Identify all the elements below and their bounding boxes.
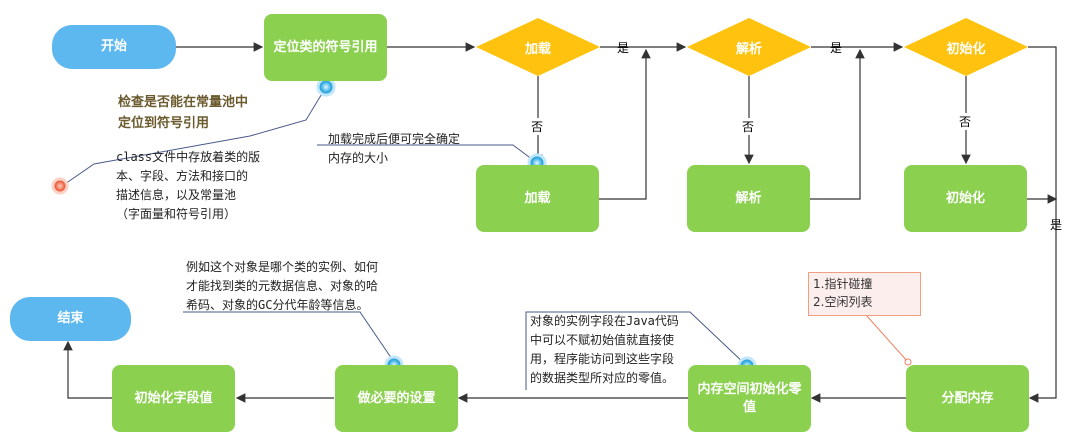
end-node[interactable]: 结束 bbox=[10, 297, 131, 341]
resolve-decision-diamond bbox=[687, 18, 811, 76]
zero-init-box[interactable]: 内存空间初始化零值 bbox=[688, 365, 811, 432]
no-label-resolve: 否 bbox=[742, 118, 755, 135]
load-box-label: 加载 bbox=[524, 190, 551, 206]
allocate-memory-box[interactable]: 分配内存 bbox=[906, 365, 1029, 432]
locate-symbol-ref-label: 定位类的符号引用 bbox=[273, 39, 378, 55]
allocation-methods-tag: 1.指针碰撞 2.空闲列表 bbox=[808, 272, 921, 316]
yes-label-resolve: 是 bbox=[830, 41, 843, 55]
object-header-note: 例如这个对象是哪个类的实例、如何 才能找到类的元数据信息、对象的哈 希码、对象的… bbox=[186, 260, 379, 312]
no-label-load: 否 bbox=[531, 118, 544, 135]
resolve-decision-label: 解析 bbox=[735, 42, 762, 57]
necessary-setup-label: 做必要的设置 bbox=[357, 390, 436, 406]
resolve-box-label: 解析 bbox=[735, 190, 762, 206]
zero-value-note: 对象的实例字段在Java代码 中可以不赋初始值就直接使 用，程序能访问到这些字段… bbox=[530, 314, 679, 385]
yes-label-init: 是 bbox=[1050, 218, 1063, 232]
load-decision-label: 加载 bbox=[524, 42, 551, 57]
load-decision-diamond bbox=[476, 18, 600, 76]
init-decision-label: 初始化 bbox=[946, 42, 986, 57]
class-file-note: class文件中存放着类的版 本、字段、方法和接口的 描述信息，以及常量池 （字… bbox=[116, 150, 261, 221]
init-decision-diamond bbox=[904, 18, 1028, 76]
allocate-memory-label: 分配内存 bbox=[941, 390, 994, 406]
after-load-note: 加载完成后便可完全确定 内存的大小 bbox=[328, 132, 461, 165]
end-label: 结束 bbox=[57, 311, 84, 326]
start-label: 开始 bbox=[100, 39, 127, 54]
check-constant-pool-note: 检查是否能在常量池中 定位到符号引用 bbox=[118, 95, 249, 131]
init-box-label: 初始化 bbox=[945, 190, 985, 206]
locate-symbol-ref-box[interactable]: 定位类的符号引用 bbox=[264, 14, 387, 81]
resolve-box[interactable]: 解析 bbox=[687, 165, 810, 232]
init-fields-label: 初始化字段值 bbox=[134, 390, 213, 406]
necessary-setup-box[interactable]: 做必要的设置 bbox=[335, 365, 458, 432]
init-fields-box[interactable]: 初始化字段值 bbox=[112, 365, 235, 432]
callout-dot-locate bbox=[316, 77, 336, 97]
init-box[interactable]: 初始化 bbox=[904, 165, 1027, 232]
origin-dot bbox=[51, 177, 69, 195]
load-box[interactable]: 加载 bbox=[476, 165, 599, 232]
yes-label-load: 是 bbox=[617, 41, 630, 55]
start-node[interactable]: 开始 bbox=[52, 25, 176, 69]
no-label-init: 否 bbox=[959, 113, 972, 130]
tag-anchor-dot bbox=[904, 358, 912, 366]
zero-init-label: 内存空间初始化零值 bbox=[697, 381, 802, 415]
